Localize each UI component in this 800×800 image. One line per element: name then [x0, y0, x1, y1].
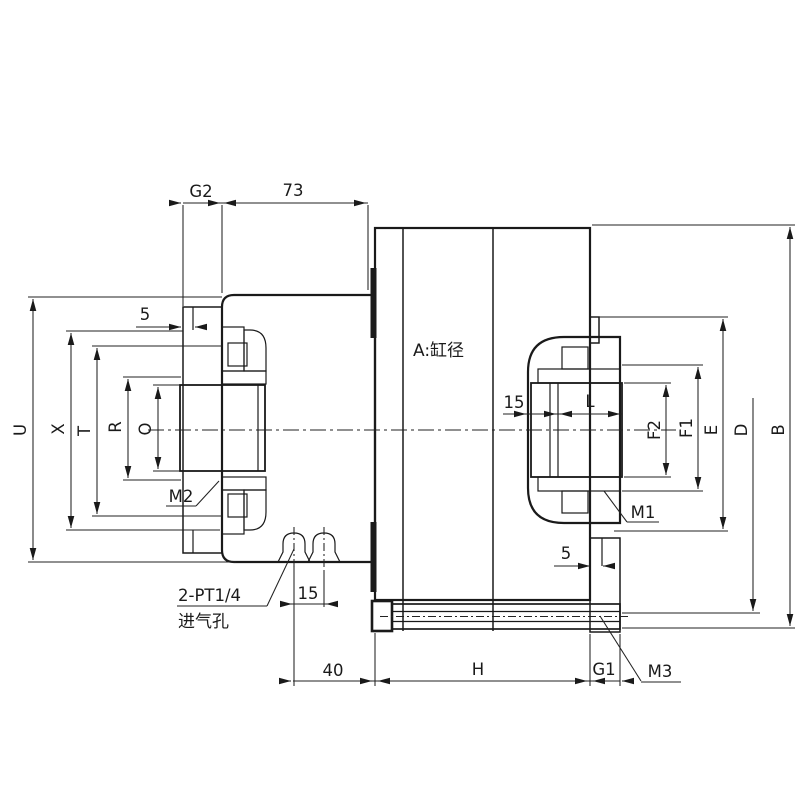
bearing-cap — [243, 489, 267, 531]
bearing-cap — [243, 329, 267, 372]
seal-hatch — [221, 489, 245, 535]
dim-label-u: U — [11, 424, 30, 436]
dim-left-stack: U X T R O — [11, 296, 236, 563]
bearing-race-knurl — [537, 476, 621, 492]
pilot-ring-top — [370, 268, 377, 338]
left-hub — [179, 384, 266, 472]
dim-label-t: T — [75, 425, 94, 437]
dim-bottom-chain: 40 H G1 15 — [279, 566, 634, 686]
dim-label-f2: F2 — [645, 420, 664, 440]
callout-m3: M3 — [599, 615, 681, 683]
hub-rect — [179, 384, 266, 472]
dim-label-5-top: 5 — [140, 305, 151, 324]
callout-air-inlet: 2-PT1/4 进气孔 — [177, 548, 295, 632]
dim-label-r: R — [106, 421, 125, 432]
seal-hatch — [221, 326, 245, 372]
label-m2: M2 — [169, 487, 194, 506]
rod-end-block — [589, 537, 621, 633]
label-port-name: 进气孔 — [178, 612, 229, 632]
bearing-ball — [561, 490, 589, 514]
dim-label-h: H — [472, 660, 484, 679]
bearing-race-knurl — [221, 370, 267, 385]
dim-label-e: E — [702, 425, 721, 435]
dim-15-l: 15 L — [503, 392, 622, 418]
dim-label-15-shaft: 15 — [504, 393, 525, 412]
left-flange-body — [220, 293, 377, 564]
callout-m1: M1 — [603, 490, 659, 523]
bearing-ball — [227, 342, 248, 367]
bearing-race-knurl — [221, 476, 267, 491]
callout-m2: M2 — [166, 480, 220, 507]
dim-five-bottom: 5 — [554, 544, 615, 570]
right-bearing-assembly — [526, 316, 623, 525]
dim-label-x: X — [49, 423, 68, 434]
dim-label-l: L — [585, 392, 595, 411]
right-top-step — [589, 316, 600, 344]
dim-label-15-ports: 15 — [298, 584, 319, 603]
bearing-race-knurl — [537, 368, 621, 384]
bell-housing — [526, 335, 622, 525]
label-m1: M1 — [631, 503, 656, 522]
dim-label-73: 73 — [283, 181, 304, 200]
pilot-ring-bottom — [370, 522, 377, 592]
label-port-qty: 2-PT1/4 — [178, 586, 241, 605]
dim-label-40: 40 — [323, 661, 344, 680]
bore-note: A:缸径 — [413, 340, 464, 361]
left-bearing-top — [221, 326, 267, 385]
air-inlet-ports — [277, 527, 341, 570]
dim-label-g1: G1 — [592, 660, 615, 679]
dim-label-o: O — [136, 423, 155, 436]
flange-outline — [220, 293, 377, 564]
dim-label-5-bottom: 5 — [561, 544, 572, 563]
left-bearing-bottom — [221, 476, 267, 535]
dim-label-f1: F1 — [677, 418, 696, 438]
label-m3: M3 — [648, 662, 673, 681]
rod-shaft — [391, 603, 621, 630]
dim-five-top: 5 — [136, 305, 207, 331]
dim-label-g2: G2 — [189, 182, 212, 201]
dim-g2-73: G2 73 — [169, 181, 369, 306]
bearing-ball — [227, 493, 248, 518]
bearing-ball — [561, 346, 589, 370]
tie-rod — [370, 537, 628, 633]
dim-right-stack: F2 F1 E D B — [592, 224, 795, 629]
dim-label-d: D — [732, 424, 751, 437]
dim-label-b: B — [769, 424, 788, 435]
